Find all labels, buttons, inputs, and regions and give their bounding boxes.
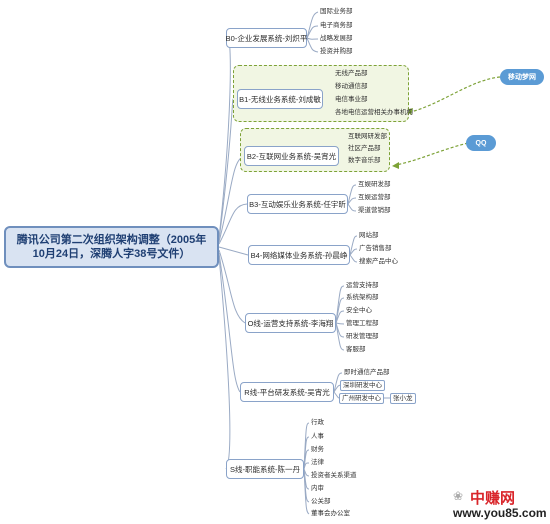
leaf-s-2: 人事 [311,433,324,440]
wechat-icon: ❀ [453,489,464,503]
leaf-b4-2: 广告销售部 [359,245,392,252]
leaf-r-2: 深圳研发中心 [340,380,385,391]
leaf-b1-1: 无线产品部 [335,70,368,77]
branch-r[interactable]: R线-平台研发系统-吴宵光 [240,382,334,402]
leaf-o-6: 客服部 [346,346,366,353]
leaf-b1-2: 移动通信部 [335,83,368,90]
branch-b0[interactable]: B0-企业发展系统-刘炽平 [226,28,307,48]
leaf-s-3: 财务 [311,446,324,453]
leaf-r-3: 广州研发中心 [339,393,384,404]
leaf-o-4: 管理工程部 [346,320,379,327]
leaf-b4-3: 搜索产品中心 [359,258,398,265]
leaf-b0-1: 国际业务部 [320,8,353,15]
watermark-url: www.you85.com [453,506,547,520]
branch-b4[interactable]: B4-网络媒体业务系统-孙晨峥 [248,245,350,265]
leaf-s-8: 董事会办公室 [311,510,350,517]
leaf-b0-2: 电子商务部 [320,22,353,29]
leaf-b1-4: 各地电信运营相关办事机构 [335,109,413,116]
leaf-s-5: 投资者关系渠道 [311,472,357,479]
leaf-b2-2: 社区产品部 [348,145,381,152]
root-node[interactable]: 腾讯公司第二次组织架构调整（2005年10月24日，深腾人字38号文件） [4,226,219,268]
leaf-o-1: 运营支持部 [346,282,379,289]
leaf-s-6: 内审 [311,485,324,492]
leaf-s-7: 公关部 [311,498,331,505]
branch-b2[interactable]: B2-互联网业务系统-吴宵光 [244,146,339,166]
leaf-b3-3: 渠道营销部 [358,207,391,214]
tag-mobile-dream[interactable]: 移动梦网 [500,69,544,85]
leaf-r-1: 即时通信产品部 [344,369,390,376]
leaf-b0-3: 战略发展部 [320,35,353,42]
leaf-b3-1: 互娱研发部 [358,181,391,188]
leaf-b3-2: 互娱运营部 [358,194,391,201]
branch-b1[interactable]: B1-无线业务系统-刘成敏 [237,89,323,109]
branch-s[interactable]: S线-职能系统-陈一丹 [226,459,304,479]
leaf-s-4: 法律 [311,459,324,466]
leaf-o-2: 系统架构部 [346,294,379,301]
tag-qq[interactable]: QQ [466,135,496,151]
leaf-b1-3: 电信事业部 [335,96,368,103]
leaf-r-3-sub: 张小龙 [390,393,416,404]
branch-o[interactable]: O线-运营支持系统-李海翔 [245,313,336,333]
leaf-b0-4: 投资并购部 [320,48,353,55]
leaf-o-5: 研发管理部 [346,333,379,340]
leaf-b2-3: 数字音乐部 [348,157,381,164]
leaf-s-1: 行政 [311,419,324,426]
leaf-o-3: 安全中心 [346,307,372,314]
watermark-brand: 中赚网 [470,489,516,507]
leaf-b2-1: 互联网研发部 [348,133,387,140]
leaf-b4-1: 网站部 [359,232,379,239]
branch-b3[interactable]: B3-互动娱乐业务系统-任宇昕 [247,194,348,214]
